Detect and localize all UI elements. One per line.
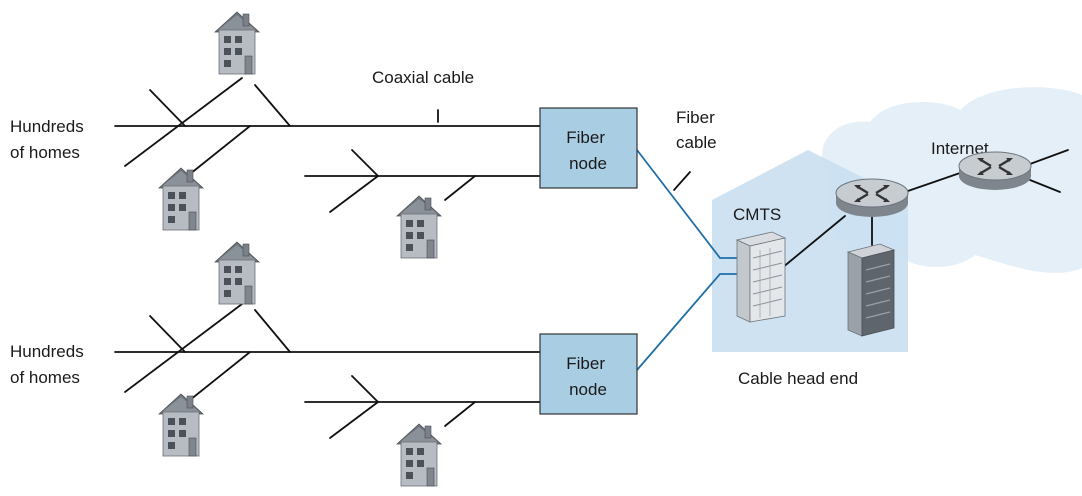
top-coaxial-tree (114, 77, 541, 213)
cmts-rack-icon (735, 231, 787, 323)
fiber-node-top: Fiber node (539, 107, 638, 189)
bottom-coaxial-tree (114, 303, 541, 439)
internet-link-1 (1029, 149, 1069, 165)
cable-head-end-label: Cable head end (738, 369, 858, 388)
house-icon (214, 241, 260, 305)
svg-text:Fiber node: Fiber node (566, 128, 609, 173)
house-icon (158, 167, 204, 231)
server-icon (846, 243, 896, 337)
hundreds-of-homes-bottom-label: Hundreds of homes (10, 342, 88, 387)
fiber-cable-bottom (636, 273, 737, 371)
fiber-node-bottom: Fiber node (539, 333, 638, 415)
fiber-cable-top (636, 149, 737, 259)
svg-text:Fiber node: Fiber node (566, 354, 609, 399)
router-icon (957, 150, 1033, 192)
coaxial-cable-label: Coaxial cable (372, 68, 474, 87)
fiber-cable-pointer (673, 171, 691, 191)
house-icon (396, 195, 442, 259)
router-internet-link (904, 172, 961, 193)
cmts-router-link (781, 215, 846, 269)
hundreds-of-homes-top-label: Hundreds of homes (10, 117, 88, 162)
cmts-label: CMTS (733, 205, 781, 224)
internet-link-2 (1029, 179, 1061, 193)
house-icon (214, 11, 260, 75)
house-icon (158, 393, 204, 457)
internet-label: Internet (931, 139, 989, 158)
house-icon (396, 423, 442, 487)
router-icon (834, 177, 910, 219)
fiber-cable-label: Fiber cable (676, 108, 719, 152)
